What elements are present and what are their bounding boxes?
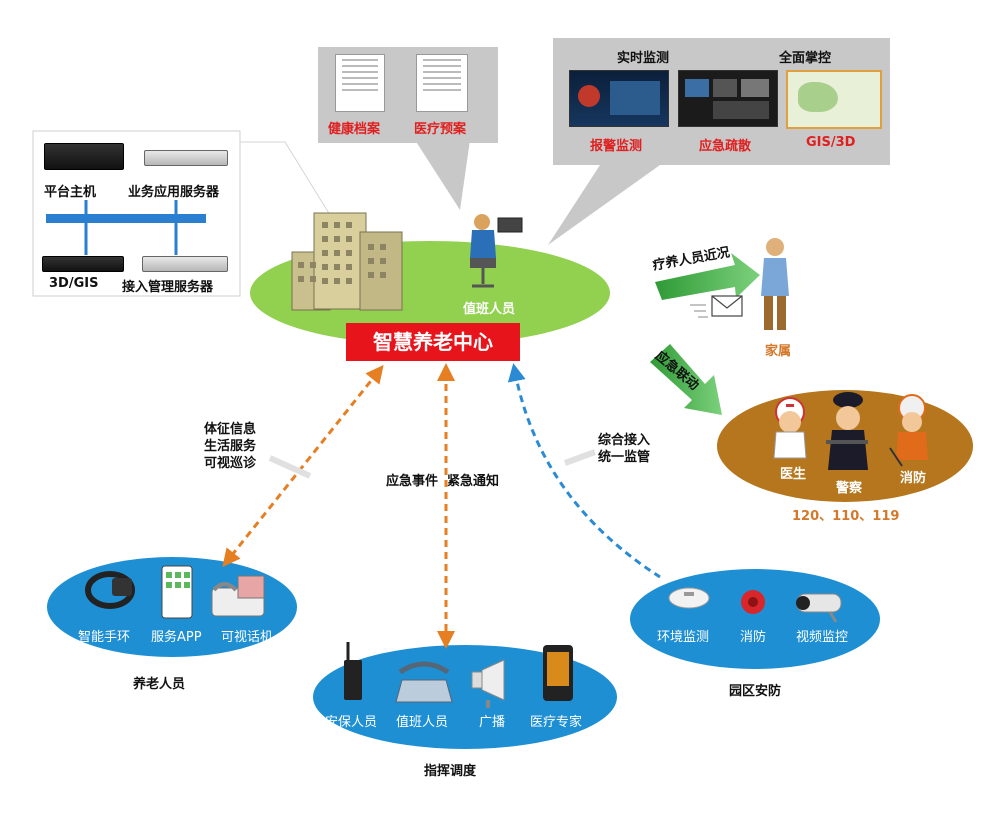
phone-icon bbox=[395, 661, 453, 703]
security-link-arrow bbox=[507, 363, 661, 579]
center-title: 智慧养老中心 bbox=[346, 323, 520, 361]
envelope-icon bbox=[690, 295, 743, 318]
service-app-label: 服务APP bbox=[151, 630, 202, 645]
elderly-link-line-2: 生活服务 bbox=[204, 439, 257, 454]
fire-protection-label: 消防 bbox=[740, 630, 767, 645]
broadcast-label: 广播 bbox=[479, 715, 506, 730]
video-phone-icon bbox=[211, 575, 265, 617]
evacuation-label: 应急疏散 bbox=[699, 139, 752, 154]
network-bus bbox=[46, 214, 206, 223]
medical-expert-label: 医疗专家 bbox=[530, 715, 583, 730]
security-caption: 园区安防 bbox=[729, 684, 782, 699]
elderly-link-arrow bbox=[222, 364, 384, 568]
family-arrow bbox=[655, 253, 760, 300]
evacuation-screen bbox=[678, 70, 778, 127]
video-phone-label: 可视话机 bbox=[221, 630, 274, 645]
dispatch-link-label: 应急事件 紧急通知 bbox=[386, 474, 500, 489]
family-person-label: 家属 bbox=[765, 344, 792, 359]
elderly-caption: 养老人员 bbox=[133, 677, 186, 692]
gis-3d-label: GIS/3D bbox=[806, 135, 856, 150]
family-person-icon bbox=[761, 238, 789, 330]
gis-server-icon bbox=[42, 256, 124, 272]
duty-staff-label: 值班人员 bbox=[396, 715, 449, 730]
emergency-numbers: 120、110、119 bbox=[792, 509, 900, 524]
staff-person-icon bbox=[470, 214, 523, 288]
building-icon bbox=[291, 212, 403, 311]
police-label: 警察 bbox=[836, 481, 863, 496]
docs-callout-tail bbox=[415, 140, 470, 210]
security-staff-label: 安保人员 bbox=[325, 715, 378, 730]
health-record-thumb bbox=[335, 54, 385, 112]
app-server-label: 业务应用服务器 bbox=[128, 185, 220, 200]
smart-band-icon bbox=[85, 571, 135, 609]
video-camera-icon bbox=[796, 593, 842, 623]
service-app-icon bbox=[161, 565, 193, 619]
fire-alarm-icon bbox=[741, 590, 765, 614]
security-link-line-2: 统一监管 bbox=[598, 450, 651, 465]
gis-server-label: 3D/GIS bbox=[49, 276, 99, 291]
app-server-icon bbox=[144, 150, 228, 166]
emergency-arrow bbox=[650, 344, 722, 415]
gis-map-screen bbox=[786, 70, 882, 129]
platform-host-label: 平台主机 bbox=[44, 185, 97, 200]
access-server-label: 接入管理服务器 bbox=[122, 280, 214, 295]
security-ellipse bbox=[630, 569, 880, 669]
firefighter-icon bbox=[889, 394, 928, 467]
rugged-phone-icon bbox=[543, 645, 573, 701]
env-monitor-label: 环境监测 bbox=[657, 630, 710, 645]
access-server-icon bbox=[142, 256, 228, 272]
smoke-detector-icon bbox=[668, 587, 710, 609]
police-icon bbox=[826, 392, 868, 470]
security-link-line-1: 综合接入 bbox=[598, 433, 651, 448]
dispatch-caption: 指挥调度 bbox=[424, 764, 477, 779]
medical-plan-label: 医疗预案 bbox=[414, 122, 467, 137]
doctor-icon bbox=[773, 397, 807, 459]
walkie-talkie-icon bbox=[344, 642, 362, 700]
monitor-callout-tail bbox=[548, 165, 660, 245]
doctor-label: 医生 bbox=[780, 467, 807, 482]
medical-plan-thumb bbox=[416, 54, 468, 112]
dispatch-ellipse bbox=[313, 645, 617, 749]
alarm-monitor-label: 报警监测 bbox=[590, 139, 643, 154]
alarm-monitor-screen bbox=[569, 70, 669, 127]
health-record-label: 健康档案 bbox=[328, 122, 381, 137]
elderly-link-line-1: 体征信息 bbox=[204, 422, 257, 437]
elderly-link-label: 体征信息 生活服务 可视巡诊 bbox=[204, 421, 256, 472]
fire-label: 消防 bbox=[900, 471, 927, 486]
staff-label: 值班人员 bbox=[463, 302, 516, 317]
monitor-header-2: 全面掌控 bbox=[779, 51, 832, 66]
smart-band-label: 智能手环 bbox=[78, 630, 131, 645]
monitor-header-1: 实时监测 bbox=[617, 51, 670, 66]
elderly-link-line-3: 可视巡诊 bbox=[204, 456, 257, 471]
platform-host-icon bbox=[44, 143, 124, 170]
security-link-label: 综合接入 统一监管 bbox=[598, 432, 650, 466]
loudspeaker-icon bbox=[471, 659, 505, 708]
video-surveillance-label: 视频监控 bbox=[796, 630, 849, 645]
